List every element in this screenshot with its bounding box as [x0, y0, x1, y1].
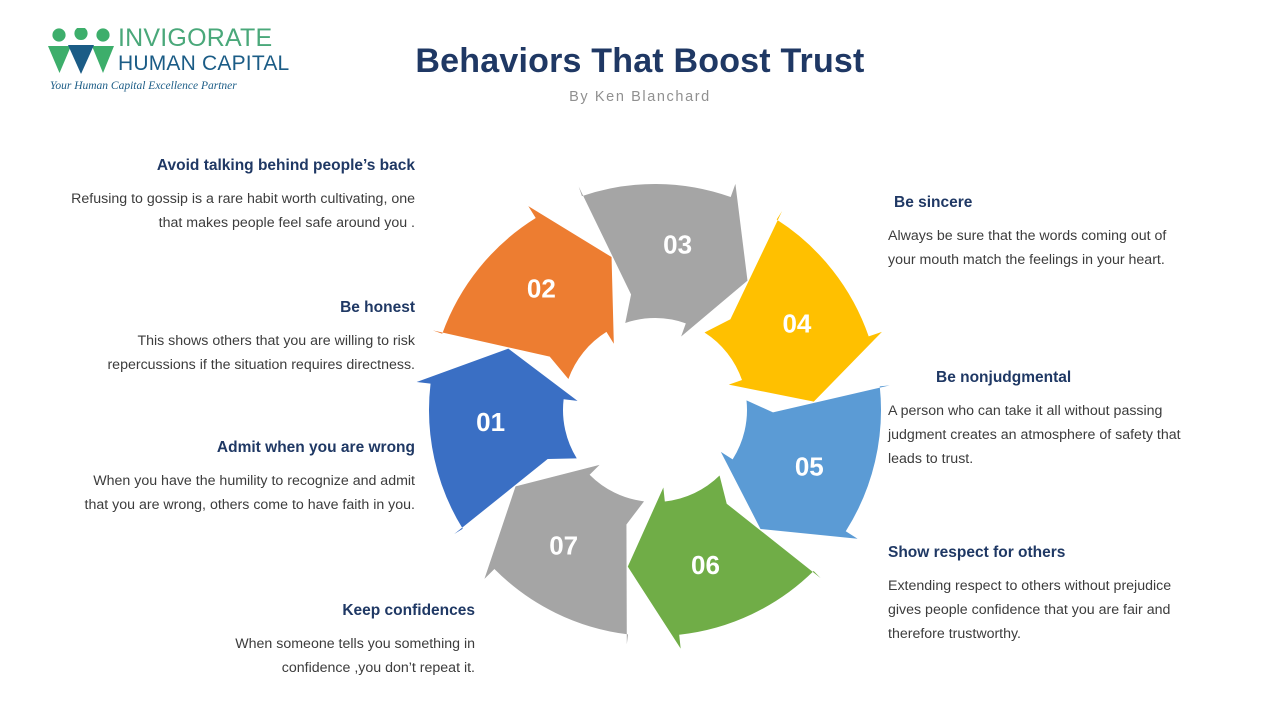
callout-body: A person who can take it all without pas… [888, 403, 1181, 467]
callout-keep-confidences: Keep confidences When someone tells you … [185, 602, 475, 680]
callout-be-sincere: Be sincere Always be sure that the words… [888, 194, 1188, 272]
callout-body: Refusing to gossip is a rare habit worth… [71, 191, 415, 231]
logo-name-line2: HUMAN CAPITAL [118, 52, 290, 75]
cycle-segment-label-05: 05 [795, 451, 824, 481]
cycle-diagram: 01 02 03 04 05 06 07 [405, 148, 905, 668]
callout-body: Extending respect to others without prej… [888, 578, 1172, 642]
page-subtitle: By Ken Blanchard [569, 89, 711, 105]
cycle-segment-01[interactable] [416, 348, 578, 535]
cycle-segment-02[interactable] [432, 206, 614, 379]
callout-body: When you have the humility to recognize … [84, 473, 415, 513]
callout-title: Avoid talking behind people’s back [156, 157, 415, 174]
callout-title: Be honest [340, 299, 415, 316]
cycle-segment-03[interactable] [578, 183, 748, 337]
cycle-segment-05[interactable] [720, 385, 890, 539]
cycle-segment-04[interactable] [704, 211, 882, 402]
cycle-segment-label-03: 03 [663, 229, 692, 259]
callout-title: Show respect for others [888, 544, 1066, 561]
cycle-segment-07[interactable] [484, 464, 645, 645]
callout-body: When someone tells you something in conf… [235, 636, 475, 676]
callout-show-respect-for-others: Show respect for others Extending respec… [888, 544, 1188, 646]
callout-body: This shows others that you are willing t… [107, 333, 415, 373]
page-title: Behaviors That Boost Trust [415, 42, 865, 80]
cycle-segment-label-06: 06 [691, 550, 720, 580]
callout-be-honest: Be honest This shows others that you are… [70, 299, 415, 377]
logo-wordmark: INVIGORATE HUMAN CAPITAL [118, 24, 318, 76]
logo-name-line1: INVIGORATE [118, 24, 273, 52]
cycle-segment-label-04: 04 [782, 309, 811, 339]
cycle-segment-label-07: 07 [549, 530, 578, 560]
logo-tagline: Your Human Capital Excellence Partner [50, 80, 237, 92]
callout-avoid-talking-behind-peoples-back: Avoid talking behind people’s back Refus… [70, 157, 415, 235]
brand-logo: INVIGORATE HUMAN CAPITAL Your Human Capi… [48, 24, 318, 94]
callout-be-nonjudgmental: Be nonjudgmental A person who can take i… [888, 369, 1198, 471]
logo-mark-icon [48, 26, 114, 74]
callout-title: Admit when you are wrong [216, 439, 415, 456]
callout-title: Be sincere [894, 194, 973, 211]
cycle-segment-label-02: 02 [527, 273, 556, 303]
callout-body: Always be sure that the words coming out… [888, 228, 1167, 268]
callout-title: Keep confidences [342, 602, 475, 619]
callout-admit-when-you-are-wrong: Admit when you are wrong When you have t… [70, 439, 415, 517]
callout-title: Be nonjudgmental [936, 369, 1072, 386]
cycle-segment-06[interactable] [627, 475, 821, 649]
cycle-segment-label-01: 01 [476, 407, 505, 437]
